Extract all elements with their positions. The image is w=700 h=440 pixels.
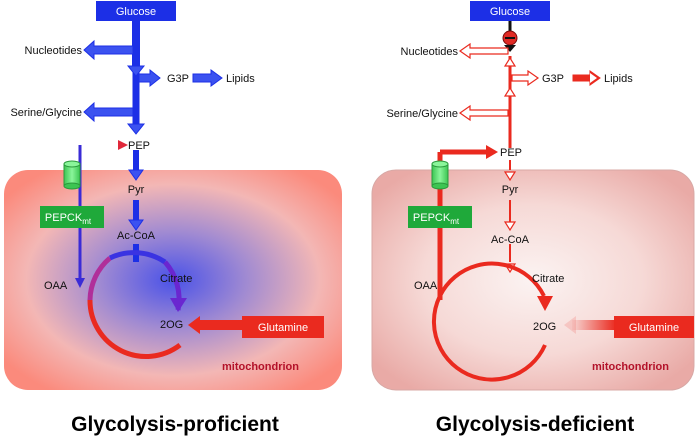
nucleotides-label: Nucleotides xyxy=(25,45,83,57)
transporter-cylinder xyxy=(431,160,449,190)
pyr-label: Pyr xyxy=(502,184,519,196)
tca-arrowhead xyxy=(170,298,187,312)
glucose-label: Glucose xyxy=(116,6,156,18)
glutamine-box xyxy=(614,316,694,338)
blocked-arrowhead xyxy=(504,45,516,52)
oaa-label: OAA xyxy=(44,280,68,292)
pepck-arrowhead xyxy=(486,145,498,159)
nucleotides-label: Nucleotides xyxy=(401,46,459,58)
glucose-box xyxy=(96,1,176,21)
g3p-label: G3P xyxy=(167,73,189,85)
glutamine-box xyxy=(242,316,324,338)
arrow-to-nucleotides xyxy=(83,39,134,61)
glutamine-arrow xyxy=(564,316,616,334)
glucose-box xyxy=(470,1,550,21)
serine-glycine-label: Serine/Glycine xyxy=(386,108,458,120)
2og-label: 2OG xyxy=(160,319,183,331)
pep-label: PEP xyxy=(500,147,522,159)
serine-glycine-label: Serine/Glycine xyxy=(10,107,82,119)
pepck-label: PEPCKmt xyxy=(413,212,460,226)
panel-caption: Glycolysis-deficient xyxy=(436,413,634,436)
2og-label: 2OG xyxy=(533,321,556,333)
acoa-label: Ac-CoA xyxy=(117,230,156,242)
pep-label: PEP xyxy=(128,140,150,152)
glutamine-label: Glutamine xyxy=(258,322,308,334)
panel-deficient: Glucose PEPCKmt Glutamine Nucleotides G3… xyxy=(371,1,695,436)
lipids-label: Lipids xyxy=(226,73,255,85)
trunk-arrowheads xyxy=(126,65,146,231)
arrow-to-nucleotides xyxy=(458,42,509,60)
panel-caption: Glycolysis-proficient xyxy=(71,413,279,436)
pepck-box xyxy=(40,206,104,228)
oaa-arrowhead xyxy=(75,278,85,288)
tca-cycle xyxy=(87,250,182,359)
glutamine-label: Glutamine xyxy=(629,322,679,334)
pepck-arrowhead xyxy=(118,140,128,150)
arrow-to-g3p xyxy=(138,68,161,88)
glucose-label: Glucose xyxy=(490,6,530,18)
mitochondrion-label: mitochondrion xyxy=(592,361,669,373)
arrow-to-g3p xyxy=(511,69,540,87)
arrow-to-serine-glycine xyxy=(83,101,134,123)
arrow-to-lipids xyxy=(192,69,223,87)
pepck-box xyxy=(408,206,472,228)
glutamine-arrow xyxy=(188,316,242,334)
transporter-cylinder xyxy=(63,160,81,190)
tca-arrowhead xyxy=(537,296,553,311)
arrow-to-serine-glycine xyxy=(458,104,509,122)
acoa-label: Ac-CoA xyxy=(491,234,530,246)
pyr-label: Pyr xyxy=(128,184,145,196)
panel-proficient: Glucose PEPCKmt Glutamine Nucleotides G3… xyxy=(4,1,342,436)
pepck-label: PEPCKmt xyxy=(45,212,92,226)
mitochondrion-label: mitochondrion xyxy=(222,361,299,373)
lipids-label: Lipids xyxy=(604,73,633,85)
inhibition-symbol xyxy=(502,30,518,46)
g3p-label: G3P xyxy=(542,73,564,85)
arrow-to-lipids xyxy=(572,70,601,86)
citrate-label: Citrate xyxy=(160,273,192,285)
citrate-label: Citrate xyxy=(532,273,564,285)
tca-cycle xyxy=(431,261,547,382)
oaa-label: OAA xyxy=(414,280,438,292)
